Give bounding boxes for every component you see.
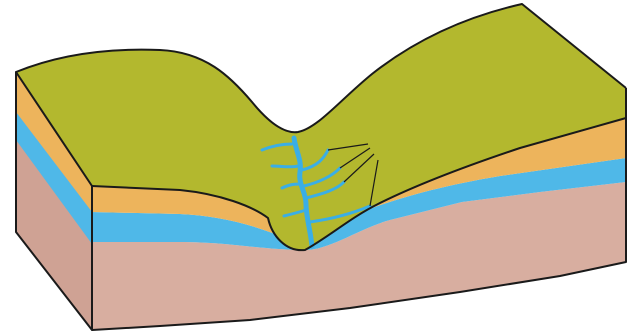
tributary — [272, 166, 298, 167]
